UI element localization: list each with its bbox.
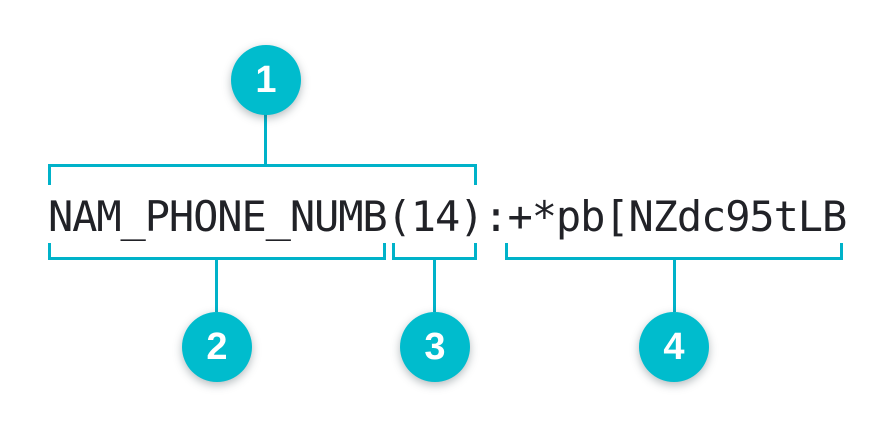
callout-4-connector <box>673 260 676 312</box>
callout-2-connector <box>215 260 218 312</box>
code-length: (14) <box>386 191 485 241</box>
callout-1-connector <box>264 112 267 166</box>
callout-3-connector <box>433 260 436 312</box>
callout-3-bracket <box>392 243 477 260</box>
callout-2-bracket <box>48 243 386 260</box>
callout-2-badge: 2 <box>182 312 252 382</box>
callout-3-number: 3 <box>424 326 446 368</box>
code-field-name: NAM_PHONE_NUMB <box>48 191 388 241</box>
callout-1-number: 1 <box>255 59 277 101</box>
callout-1-bracket <box>48 164 477 185</box>
callout-4-badge: 4 <box>639 312 709 382</box>
callout-4-bracket <box>505 243 843 260</box>
callout-2-number: 2 <box>206 326 228 368</box>
code-string: NAM_PHONE_NUMB(14):+*pb[NZdc95tLB <box>48 192 847 241</box>
code-value: +*pb[NZdc95tLB <box>507 191 848 241</box>
code-separator: : <box>483 191 508 241</box>
callout-1-badge: 1 <box>231 45 301 115</box>
callout-4-number: 4 <box>663 326 685 368</box>
callout-3-badge: 3 <box>400 312 470 382</box>
